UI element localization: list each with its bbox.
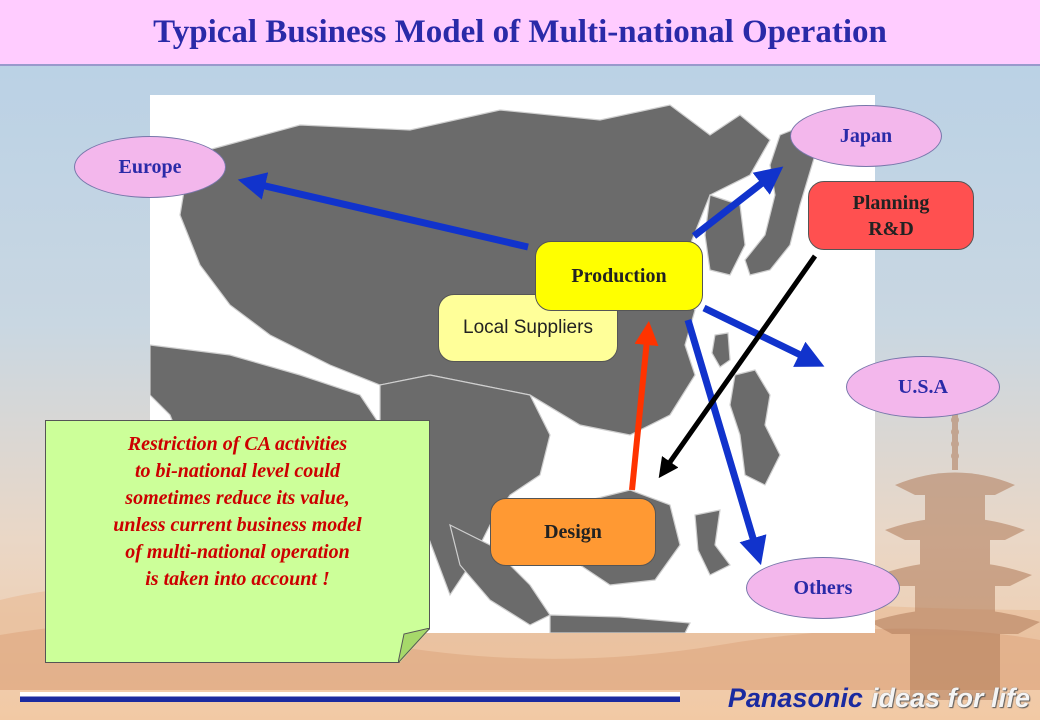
region-europe-label: Europe bbox=[118, 155, 182, 178]
footer-line bbox=[20, 692, 680, 702]
region-japan-label: Japan bbox=[839, 124, 893, 147]
region-japan: Japan bbox=[790, 105, 942, 167]
local-suppliers-label: Local Suppliers bbox=[463, 316, 593, 338]
region-others: Others bbox=[746, 557, 900, 619]
region-usa: U.S.A bbox=[846, 356, 1000, 418]
title-bar: Typical Business Model of Multi-national… bbox=[0, 0, 1040, 66]
production-box: Production bbox=[535, 241, 703, 311]
page-title: Typical Business Model of Multi-national… bbox=[153, 13, 887, 50]
production-label: Production bbox=[571, 265, 667, 287]
pagoda-silhouette bbox=[870, 400, 1040, 700]
planning-label: Planning bbox=[852, 191, 930, 214]
note-line: unless current business model bbox=[113, 514, 362, 536]
note-line: to bi-national level could bbox=[135, 460, 340, 482]
region-usa-label: U.S.A bbox=[897, 375, 948, 398]
brand-tagline: ideas for life bbox=[870, 682, 1030, 713]
design-box: Design bbox=[490, 498, 656, 566]
note-folded-corner bbox=[398, 628, 430, 663]
region-others-label: Others bbox=[793, 576, 853, 599]
region-europe: Europe bbox=[74, 136, 226, 198]
brand-name: Panasonic bbox=[727, 682, 863, 713]
rd-label: R&D bbox=[868, 217, 914, 240]
note-line: of multi-national operation bbox=[125, 541, 350, 563]
restriction-note: Restriction of CA activities to bi-natio… bbox=[45, 420, 430, 663]
panasonic-logo: Panasonic ideas for life bbox=[690, 680, 1030, 716]
planning-rd-box: Planning R&D bbox=[808, 181, 974, 250]
note-line: is taken into account ! bbox=[145, 568, 330, 590]
note-line: Restriction of CA activities bbox=[127, 433, 348, 455]
note-line: sometimes reduce its value, bbox=[125, 487, 350, 509]
design-label: Design bbox=[544, 521, 602, 543]
